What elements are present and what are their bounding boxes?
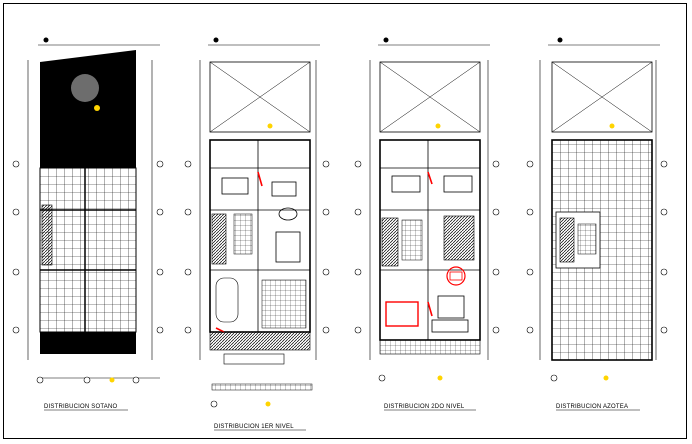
sheet-border	[3, 3, 687, 439]
stairs-icon	[381, 217, 399, 267]
stairs-icon	[41, 204, 53, 266]
open-void	[379, 61, 481, 133]
plan-roof: DISTRIBUCION AZOTEA	[526, 37, 668, 411]
level-marker-icon	[609, 123, 615, 129]
closet-block	[443, 215, 475, 261]
north-marker	[213, 37, 219, 43]
patio-grid	[261, 279, 307, 329]
plan-title-roof: DISTRIBUCION AZOTEA	[556, 404, 628, 410]
open-void	[551, 61, 653, 133]
terrain-block	[40, 50, 136, 168]
red-bed-outline	[385, 301, 419, 327]
level-marker-icon	[435, 123, 441, 129]
north-marker	[557, 37, 563, 43]
red-accent	[215, 327, 225, 333]
plan-title-first-level: DISTRIBUCION 1ER NIVEL	[214, 424, 294, 430]
plan-title-second-level: DISTRIBUCION 2DO NIVEL	[384, 404, 465, 410]
plan-title-basement: DISTRIBUCION SOTANO	[44, 404, 117, 410]
dimension-lines	[27, 44, 160, 379]
plan-second-level: DISTRIBUCION 2DO NIVEL	[354, 37, 500, 411]
round-table-icon	[446, 266, 466, 286]
red-accent	[427, 171, 433, 185]
stairs-icon	[211, 213, 227, 265]
plan-first-level: DISTRIBUCION 1ER NIVEL	[184, 37, 330, 431]
section-marker-icon	[109, 377, 115, 383]
north-marker	[43, 37, 49, 43]
axis-markers	[184, 160, 330, 408]
section-marker-icon	[603, 375, 609, 381]
dimension-lines	[539, 44, 660, 360]
red-accent	[257, 171, 263, 187]
level-marker-icon	[94, 105, 100, 111]
stairs-landing	[233, 213, 253, 255]
stairs-icon	[559, 217, 575, 263]
axis-markers	[12, 160, 164, 384]
dimension-lines	[199, 44, 320, 360]
basement-dark-strip	[40, 332, 136, 354]
axis-markers	[526, 160, 668, 382]
red-accent	[427, 301, 433, 317]
section-marker-icon	[265, 401, 271, 407]
dimension-lines	[369, 44, 490, 360]
level-marker-icon	[267, 123, 273, 129]
north-marker	[383, 37, 389, 43]
car-outline	[215, 277, 239, 323]
axis-markers	[354, 160, 500, 382]
open-void	[209, 61, 311, 133]
tree-icon	[71, 74, 99, 102]
plan-basement: DISTRIBUCION SOTANO	[12, 37, 164, 411]
section-marker-icon	[437, 375, 443, 381]
